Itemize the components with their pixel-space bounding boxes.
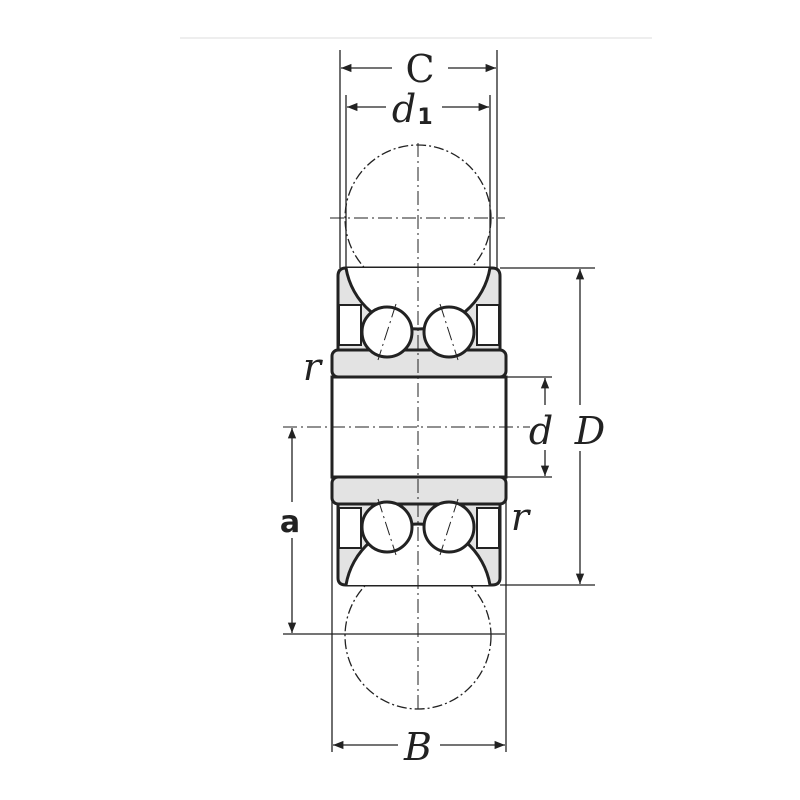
outer-ring-bottom [336, 501, 502, 587]
d-label: d [529, 409, 553, 453]
seal-bl [338, 507, 362, 549]
contact-angle-lines [377, 303, 459, 556]
B-label: B [403, 725, 432, 769]
r-label-right: r [511, 495, 532, 539]
seal-tr [476, 304, 500, 346]
C-label: C [405, 47, 434, 91]
d1-label: d [392, 87, 416, 131]
D-label: D [574, 409, 605, 453]
inner-ring-top [330, 348, 508, 379]
d1-subscript: 1 [417, 105, 432, 130]
seal-tl [338, 304, 362, 346]
inner-ring-bottom [330, 475, 508, 506]
r-label-left: r [303, 345, 324, 389]
seal-br [476, 507, 500, 549]
a-label: a [280, 505, 300, 540]
